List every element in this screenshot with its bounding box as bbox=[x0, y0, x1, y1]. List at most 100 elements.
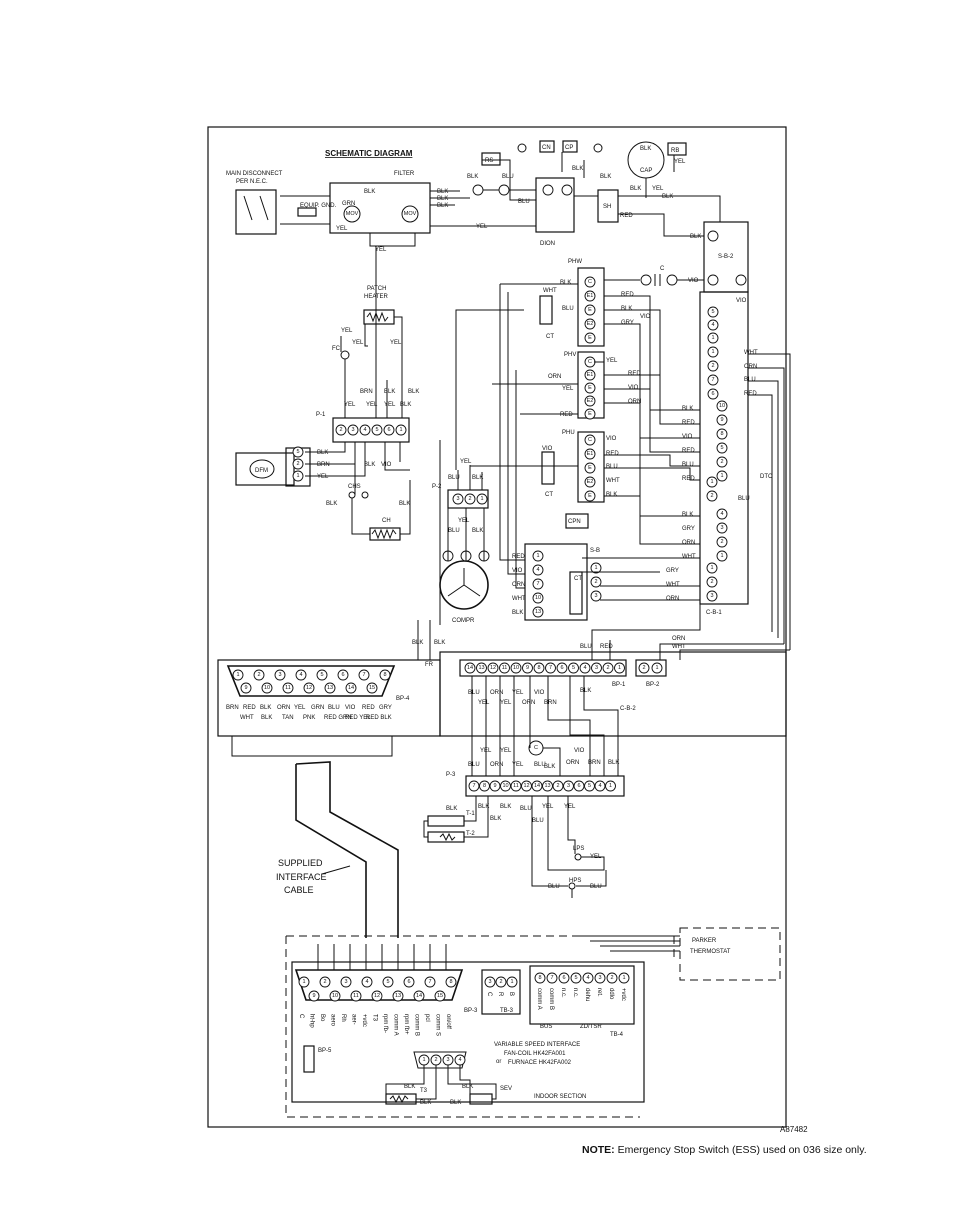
bp3-signal: aero bbox=[330, 1014, 336, 1027]
cb1-pin-dtc bbox=[706, 476, 718, 488]
phv-pin-label: E1 bbox=[587, 372, 594, 378]
phw-pin-label: C bbox=[588, 279, 592, 285]
svg-text:WHT: WHT bbox=[682, 554, 696, 560]
bp1-pin bbox=[499, 662, 510, 674]
svg-text:BLU: BLU bbox=[682, 462, 694, 468]
cb1-pin-top bbox=[707, 306, 719, 318]
bp1-pin bbox=[556, 662, 568, 674]
svg-text:BLU: BLU bbox=[562, 306, 574, 312]
bp1-pin-label: 8 bbox=[537, 665, 540, 671]
cb1-pin-m-label: 1 bbox=[720, 473, 723, 479]
tb4-pin-label: 4 bbox=[586, 975, 589, 981]
svg-text:MAIN DISCONNECT: MAIN DISCONNECT bbox=[226, 171, 283, 177]
svg-text:YEL: YEL bbox=[562, 386, 574, 392]
svg-text:1: 1 bbox=[480, 496, 483, 502]
bp1-pin bbox=[568, 662, 579, 674]
sb2-board: S-B-2 BLK VIO bbox=[688, 221, 749, 293]
svg-text:RED: RED bbox=[621, 292, 634, 298]
p1-connector: P-1 bbox=[316, 412, 410, 443]
svg-text:BLU: BLU bbox=[738, 496, 750, 502]
svg-text:BP-5: BP-5 bbox=[318, 1048, 332, 1054]
p3-pin-label: 14 bbox=[534, 783, 540, 789]
svg-text:SH: SH bbox=[603, 204, 611, 210]
parker-thermostat: PARKER THERMOSTAT bbox=[580, 927, 781, 981]
phu-pin bbox=[584, 490, 596, 502]
svg-text:BP-2: BP-2 bbox=[646, 682, 660, 688]
p3-pin-label: 6 bbox=[577, 783, 580, 789]
tb4-signal: ddlo bbox=[608, 988, 614, 1000]
bp4-pin-bottom-label: 13 bbox=[327, 685, 333, 691]
bp1-pin-label: 11 bbox=[502, 665, 508, 671]
cb1-pin-m-label: 5 bbox=[720, 445, 723, 451]
tb4-signal: comm A bbox=[536, 988, 542, 1010]
svg-text:ORN: ORN bbox=[628, 399, 641, 405]
cb1-pin-m bbox=[716, 470, 728, 482]
svg-text:BLK: BLK bbox=[560, 280, 571, 286]
phw-pin bbox=[584, 332, 596, 344]
bp4-pin-bottom bbox=[282, 682, 294, 694]
diagram-title: SCHEMATIC DIAGRAM bbox=[325, 149, 413, 158]
tb4-pin bbox=[594, 972, 606, 984]
svg-text:PARKER: PARKER bbox=[692, 938, 717, 944]
svg-text:YEL: YEL bbox=[512, 762, 524, 768]
tb3-pin bbox=[484, 976, 496, 988]
svg-text:S-B: S-B bbox=[590, 548, 600, 554]
tb4-pin-label: 3 bbox=[598, 975, 601, 981]
cb1-pin-l-label: 3 bbox=[720, 525, 723, 531]
svg-text:CABLE: CABLE bbox=[284, 885, 314, 895]
sb-out-pin-label: 1 bbox=[594, 565, 597, 571]
svg-text:4: 4 bbox=[458, 1057, 461, 1063]
tb4-pin-label: 7 bbox=[550, 975, 553, 981]
cb1-pin-dtc-label: 1 bbox=[710, 479, 713, 485]
chs-switch: CHS BLK BLK bbox=[326, 484, 410, 507]
svg-text:BLK: BLK bbox=[434, 640, 445, 646]
svg-text:YEL: YEL bbox=[652, 186, 664, 192]
svg-text:INDOOR SECTION: INDOOR SECTION bbox=[534, 1094, 586, 1100]
tb3-pin-label: 1 bbox=[510, 979, 513, 985]
bp4-wire-top: YEL bbox=[294, 705, 306, 711]
svg-text:FR: FR bbox=[425, 662, 434, 668]
svg-text:S-B-2: S-B-2 bbox=[718, 254, 734, 260]
svg-text:CT: CT bbox=[546, 334, 554, 340]
bp4-wire-bottom: TAN bbox=[282, 715, 294, 721]
tb4-signal: n.c. bbox=[560, 988, 566, 998]
svg-text:BLU: BLU bbox=[448, 475, 460, 481]
cb1-pin-l bbox=[716, 550, 728, 562]
sb-pin bbox=[532, 564, 544, 576]
svg-text:PHU: PHU bbox=[562, 430, 575, 436]
bp3-pin-bottom-label: 9 bbox=[312, 993, 315, 999]
bp3-pin-bottom bbox=[434, 990, 446, 1002]
bp4-wire-top: RED bbox=[243, 705, 256, 711]
svg-text:BLK: BLK bbox=[420, 1100, 431, 1106]
bp5-connector: BP-5 bbox=[303, 1045, 332, 1073]
bp4-wire-top: VIO bbox=[345, 705, 356, 711]
svg-text:ORN: ORN bbox=[672, 636, 685, 642]
cb1-pin-top bbox=[707, 319, 719, 331]
p1-pin bbox=[347, 424, 359, 436]
bp4-pin-bottom bbox=[240, 682, 252, 694]
svg-text:PHW: PHW bbox=[568, 259, 582, 265]
sb-out-pin-label: 2 bbox=[594, 579, 597, 585]
svg-text:VIO: VIO bbox=[682, 434, 693, 440]
svg-text:BLK: BLK bbox=[580, 688, 591, 694]
cb1-pin-p bbox=[707, 374, 719, 386]
p3-pin bbox=[479, 780, 490, 792]
phu-pin-label: E bbox=[588, 465, 592, 471]
cn-cp-block: CN CP bbox=[517, 140, 603, 153]
phu-pin-label: E bbox=[588, 493, 592, 499]
p3-pin bbox=[584, 780, 595, 792]
p3-pin bbox=[552, 780, 564, 792]
bp4-pin-bottom bbox=[324, 682, 336, 694]
svg-text:ORN: ORN bbox=[666, 596, 679, 602]
bp4-wire-top: ORN bbox=[277, 705, 290, 711]
bp1-pin bbox=[579, 662, 591, 674]
bp1-pin-label: 3 bbox=[595, 665, 598, 671]
svg-text:GRY: GRY bbox=[666, 568, 679, 574]
svg-text:P-2: P-2 bbox=[432, 484, 442, 490]
svg-text:BLK: BLK bbox=[630, 186, 641, 192]
bp4-pin-top bbox=[274, 669, 286, 681]
bp4-wire-bottom: RED GRN bbox=[324, 715, 352, 721]
